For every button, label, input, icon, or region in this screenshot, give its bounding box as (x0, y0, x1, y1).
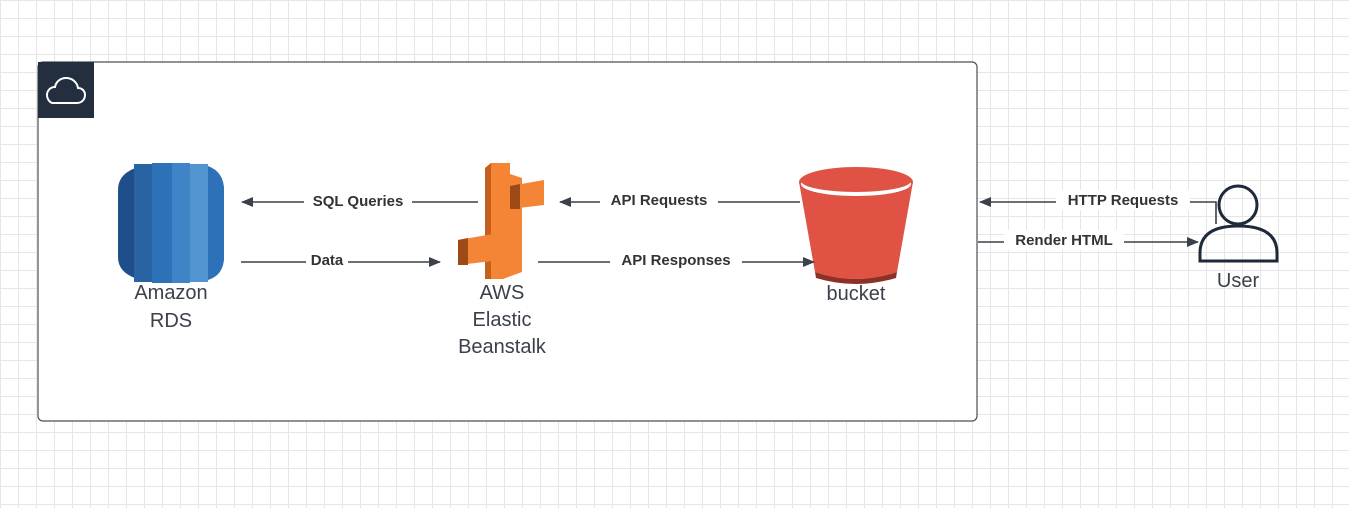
edge-label-http-requests: HTTP Requests (1068, 192, 1179, 209)
user-icon (1198, 184, 1279, 263)
user-label: User (1217, 270, 1260, 292)
edge-label-data: Data (311, 252, 344, 269)
edge-label-api-requests: API Requests (611, 192, 708, 209)
beanstalk-label-line-3: Beanstalk (458, 336, 547, 358)
bucket-label: bucket (827, 283, 886, 305)
beanstalk-label-line-2: Elastic (473, 309, 532, 331)
rds-label-line-2: RDS (150, 310, 192, 332)
edge-data: Data (241, 251, 441, 271)
cloud-icon (45, 76, 87, 104)
edge-api-requests: API Requests (559, 190, 800, 210)
aws-elastic-beanstalk-icon (458, 163, 544, 279)
edge-label-sql-queries: SQL Queries (313, 193, 404, 210)
s3-bucket-icon (799, 167, 913, 284)
edge-http-requests: HTTP Requests (979, 190, 1217, 224)
edge-label-api-responses: API Responses (621, 252, 730, 269)
edge-api-responses: API Responses (538, 250, 815, 270)
cloud-badge (38, 62, 94, 118)
edge-label-render-html: Render HTML (1015, 232, 1113, 249)
edge-sql-queries: SQL Queries (241, 191, 478, 211)
beanstalk-label-line-1: AWS (480, 282, 525, 304)
cloud-badge-background (38, 62, 94, 118)
rds-label-line-1: Amazon (134, 282, 207, 304)
edge-render-html: Render HTML (978, 230, 1199, 250)
amazon-rds-icon (118, 163, 224, 283)
